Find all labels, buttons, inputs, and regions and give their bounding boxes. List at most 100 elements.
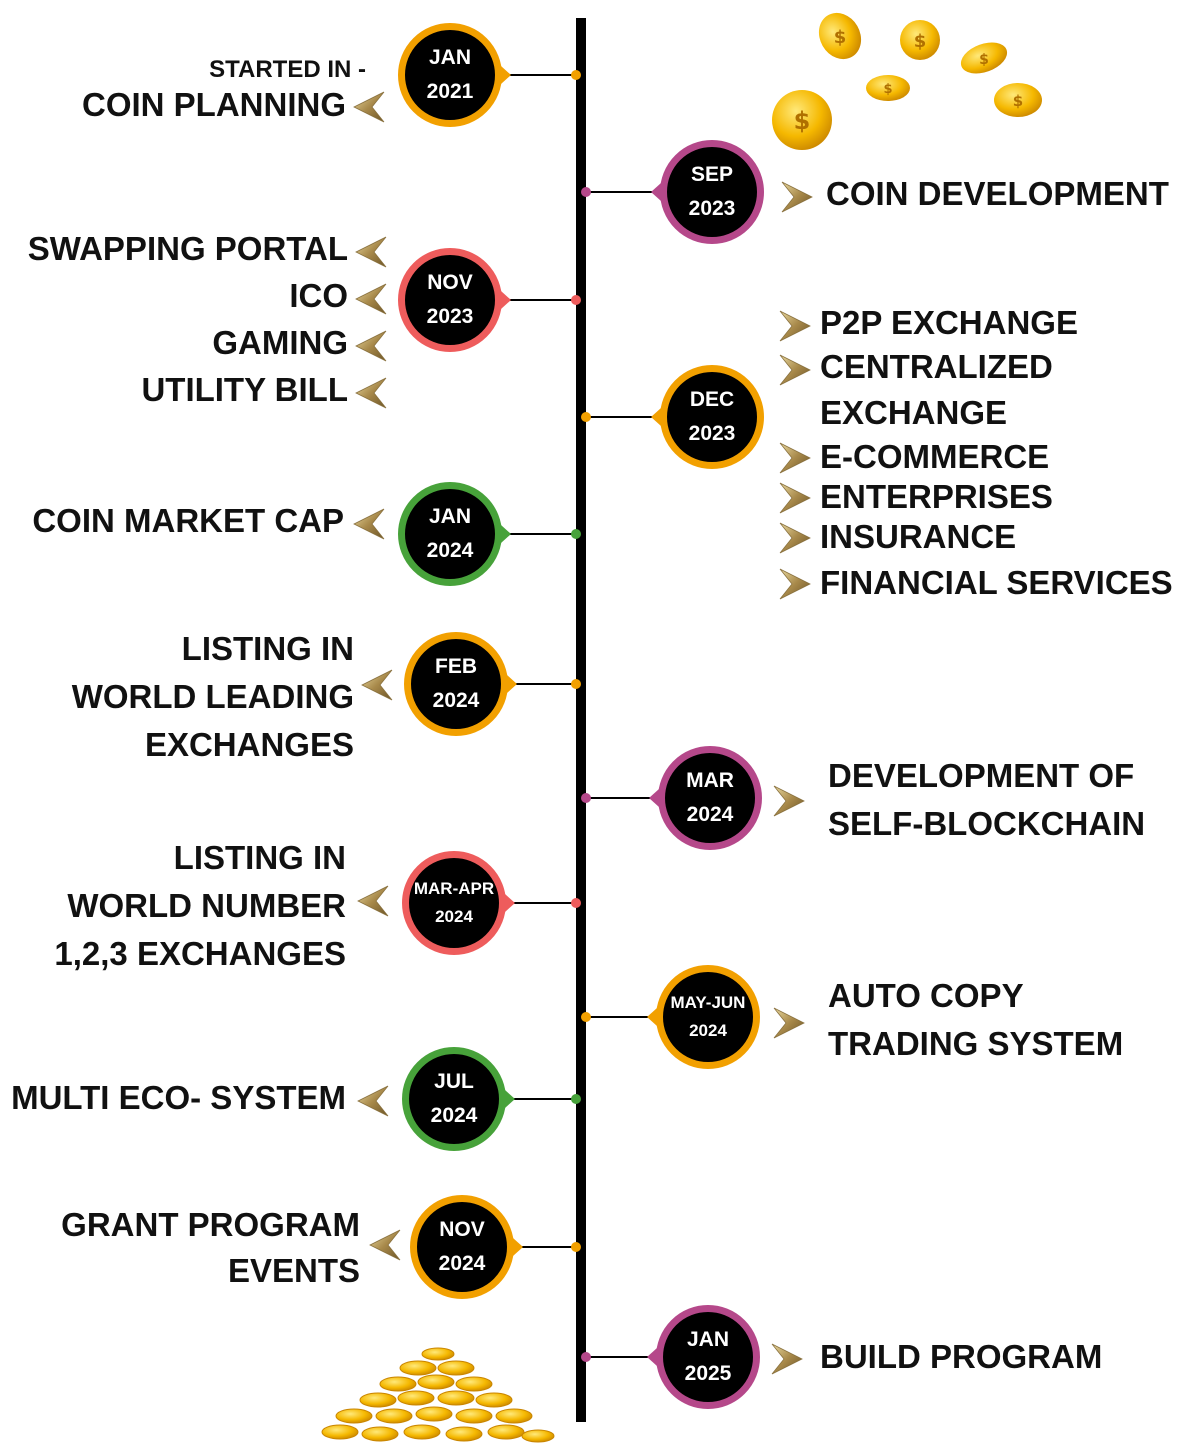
arrow-right-icon: [773, 785, 805, 817]
timeline-connector: [586, 416, 652, 418]
timeline-connector: [586, 797, 650, 799]
milestone-label: WORLD NUMBER: [67, 887, 346, 924]
badge-pointer: [647, 1348, 657, 1366]
coin-pile-illustration: [321, 1347, 555, 1443]
badge-pointer: [651, 183, 661, 201]
milestone-month: DEC: [689, 388, 735, 411]
timeline-dot: [581, 1012, 591, 1022]
badge-pointer: [651, 408, 661, 426]
svg-text:$: $: [1013, 92, 1023, 110]
milestone-month: MAR-APR: [413, 879, 495, 898]
arrow-right-icon: [771, 1343, 803, 1375]
milestone-label: COIN MARKET CAP: [32, 502, 344, 539]
timeline-connector: [516, 683, 576, 685]
milestone-label: BUILD PROGRAM: [820, 1338, 1103, 1375]
milestone-date-badge: SEP 2023: [651, 140, 764, 244]
badge-pointer: [501, 525, 511, 543]
milestone-year: 2024: [689, 1021, 727, 1040]
badge-pointer: [505, 894, 515, 912]
milestone-month: SEP: [690, 163, 734, 186]
timeline-dot: [571, 1094, 581, 1104]
arrow-left-icon: [361, 669, 393, 701]
arrow-left-icon: [353, 508, 385, 540]
timeline-dot: [581, 793, 591, 803]
milestone-month: JAN: [686, 1328, 729, 1351]
milestone-label: 1,2,3 EXCHANGES: [54, 935, 346, 972]
milestone-year: 2023: [688, 197, 736, 220]
svg-text:$: $: [883, 82, 892, 97]
milestone-label: CENTRALIZED: [820, 348, 1053, 385]
milestone-label: ICO: [289, 277, 348, 314]
badge-pointer: [647, 1008, 657, 1026]
coin-icon: $: [960, 42, 1008, 74]
milestone-month: NOV: [439, 1218, 485, 1241]
milestone-label: LISTING IN: [173, 839, 346, 876]
arrow-right-icon: [779, 442, 811, 474]
arrow-left-icon: [355, 377, 387, 409]
timeline-dot: [571, 1242, 581, 1252]
arrow-right-icon: [779, 354, 811, 386]
timeline-dot: [581, 1352, 591, 1362]
badge-pointer: [501, 291, 511, 309]
milestone-label: DEVELOPMENT OF: [828, 757, 1135, 794]
badge-pointer: [507, 675, 517, 693]
arrow-right-icon: [779, 522, 811, 554]
coin-icon: $: [900, 20, 940, 60]
svg-text:$: $: [979, 52, 989, 68]
milestone-year: 2024: [432, 689, 480, 712]
milestone-date-badge: JAN 2024: [398, 482, 511, 586]
milestone-label: UTILITY BILL: [141, 371, 348, 408]
timeline-connector: [514, 902, 576, 904]
milestone-year: 2024: [430, 1104, 478, 1127]
arrow-left-icon: [369, 1229, 401, 1261]
timeline-connector: [522, 1246, 576, 1248]
arrow-left-icon: [355, 236, 387, 268]
badge-pointer: [649, 789, 659, 807]
milestone-year: 2023: [426, 305, 474, 328]
milestone-label: COIN PLANNING: [82, 86, 346, 123]
milestone-month: JAN: [428, 505, 471, 528]
timeline-connector: [514, 1098, 576, 1100]
timeline-connector: [586, 191, 652, 193]
arrow-right-icon: [781, 181, 813, 213]
milestone-year: 2021: [426, 80, 474, 103]
arrow-left-icon: [357, 1085, 389, 1117]
milestone-label: SELF-BLOCKCHAIN: [828, 805, 1146, 842]
milestone-label: INSURANCE: [820, 518, 1017, 555]
coin-icon: $: [994, 83, 1042, 117]
timeline-connector: [510, 299, 576, 301]
milestone-label: GAMING: [212, 324, 348, 361]
timeline-connector: [586, 1356, 648, 1358]
flying-coins-illustration: $ $ $ $ $ $: [772, 12, 1042, 150]
milestone-month: NOV: [427, 271, 473, 294]
timeline-dot: [581, 412, 591, 422]
svg-text:$: $: [834, 27, 847, 48]
arrow-right-icon: [779, 310, 811, 342]
milestone-year: 2024: [438, 1252, 486, 1275]
milestone-label: P2P EXCHANGE: [820, 304, 1078, 341]
milestone-label: GRANT PROGRAM: [61, 1206, 360, 1243]
coin-icon: $: [818, 12, 862, 60]
coin-icon: $: [772, 90, 832, 150]
milestone-year: 2024: [426, 539, 474, 562]
badge-pointer: [501, 66, 511, 84]
timeline-dot: [571, 898, 581, 908]
arrow-right-icon: [773, 1007, 805, 1039]
milestone-date-badge: NOV 2023: [398, 248, 511, 352]
milestone-label: EVENTS: [227, 1252, 360, 1289]
badge-pointer: [513, 1238, 523, 1256]
timeline-connector: [510, 533, 576, 535]
milestone-label: SWAPPING PORTAL: [27, 230, 348, 267]
milestone-label: MULTI ECO- SYSTEM: [11, 1079, 346, 1116]
milestone-label: WORLD LEADING: [71, 678, 354, 715]
milestone-label: EXCHANGES: [144, 726, 354, 763]
milestone-label: AUTO COPY: [828, 977, 1024, 1014]
milestone-label: TRADING SYSTEM: [828, 1025, 1124, 1062]
svg-text:$: $: [794, 107, 811, 135]
